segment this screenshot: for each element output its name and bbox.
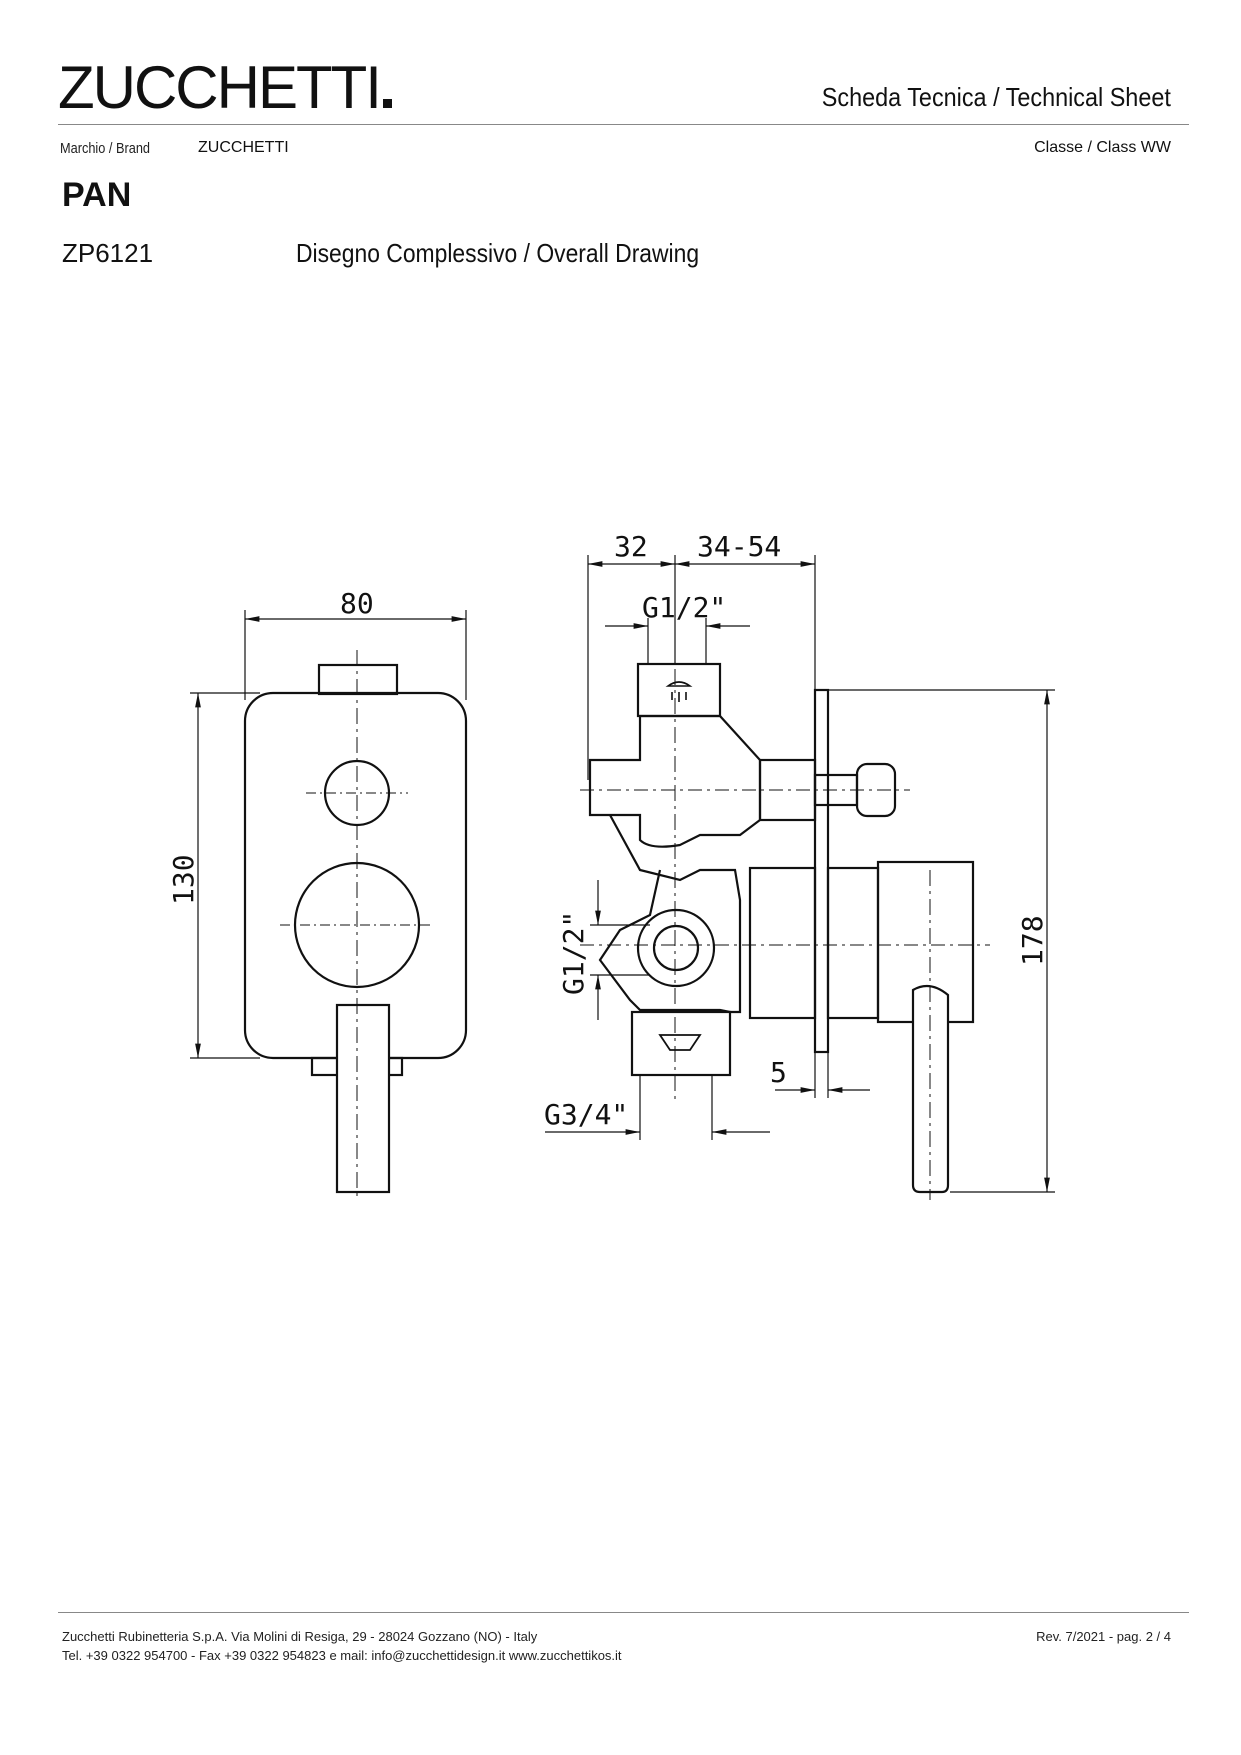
dim-plate-thickness: 5 [770, 1056, 787, 1089]
dim-front-height: 130 [167, 854, 200, 905]
side-wall-plate [813, 688, 830, 1054]
dim-front-width: 80 [340, 587, 374, 620]
footer-revision: Rev. 7/2021 - pag. 2 / 4 [1036, 1629, 1171, 1644]
side-lever [911, 984, 950, 1194]
sheet-title: Scheda Tecnica / Technical Sheet [821, 82, 1171, 112]
front-plate [243, 691, 468, 1060]
side-view [545, 555, 1055, 1200]
class-label: Classe / Class WW [1034, 139, 1171, 156]
footer-address: Zucchetti Rubinetteria S.p.A. Via Molini… [62, 1629, 538, 1644]
brand-logo: ZUCCHETTI [58, 58, 392, 118]
brand-value: ZUCCHETTI [198, 139, 289, 156]
side-valve-body [588, 714, 762, 848]
side-top-outlet [636, 662, 722, 718]
shower-symbol [665, 681, 693, 702]
side-inlet-inner [652, 924, 700, 972]
drawing-title: Disegno Complessivo / Overall Drawing [296, 238, 700, 268]
brand-label: Marchio / Brand [60, 140, 151, 157]
dim-thread-top: G1/2" [642, 591, 726, 624]
side-inlet-outer [636, 908, 716, 988]
dim-thread-side: G1/2" [557, 911, 590, 995]
dim-thread-bottom: G3/4" [544, 1098, 628, 1131]
footer-divider [58, 1612, 1189, 1613]
front-top-nub [317, 663, 399, 696]
logo-text: ZUCCHETTI [58, 54, 382, 121]
dim-total-height: 178 [1016, 915, 1049, 966]
front-view [190, 610, 468, 1200]
front-lever [335, 1003, 391, 1194]
product-code: ZP6121 [62, 238, 154, 268]
dim-side-32: 32 [614, 530, 648, 563]
product-name: PAN [62, 176, 132, 214]
logo-dot [382, 99, 392, 108]
side-cartridge-housing [748, 866, 817, 1020]
dim-side-34-54: 34-54 [697, 530, 781, 563]
header-divider [58, 124, 1189, 125]
footer-contacts: Tel. +39 0322 954700 - Fax +39 0322 9548… [62, 1648, 622, 1663]
side-bottom-outlet [630, 1010, 732, 1077]
